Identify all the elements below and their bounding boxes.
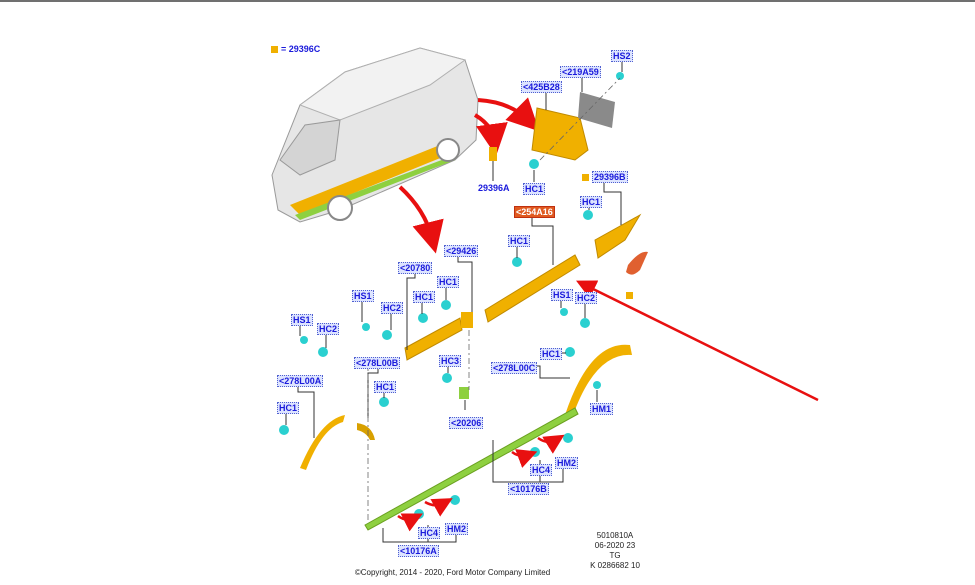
part-219A59 xyxy=(578,92,615,128)
label-hc1[interactable]: HC1 xyxy=(523,183,546,195)
label-29396A[interactable]: 29396A xyxy=(478,183,510,193)
label-hm2[interactable]: HM2 xyxy=(445,523,469,535)
label-hc4[interactable]: HC4 xyxy=(418,527,441,539)
part-bracket xyxy=(626,251,648,275)
drawing-reference-block: 5010810A 06-2020 23 TG K 0286682 10 xyxy=(580,531,650,571)
label-hs1[interactable]: HS1 xyxy=(352,290,374,302)
drawing-model: TG xyxy=(609,551,621,560)
drawing-date: 06-2020 23 xyxy=(594,541,636,550)
sill-trim-highlight xyxy=(290,145,455,215)
drawing-number: K 0286682 10 xyxy=(590,561,640,570)
label-hc4[interactable]: HC4 xyxy=(530,464,553,476)
legend-text: = 29396C xyxy=(281,44,321,54)
part-29396B-trim xyxy=(594,213,642,259)
part-20206 xyxy=(459,387,469,399)
part-278L00A xyxy=(300,415,345,470)
legend: = 29396C xyxy=(271,44,320,54)
part-29396A xyxy=(489,147,497,161)
label-hs1[interactable]: HS1 xyxy=(291,314,313,326)
label-hm2[interactable]: HM2 xyxy=(555,457,579,469)
label-hm1[interactable]: HM1 xyxy=(590,403,614,415)
label-hs2[interactable]: HS2 xyxy=(611,50,633,62)
label-hc1[interactable]: HC1 xyxy=(374,381,397,393)
arrow-to-sill-parts xyxy=(398,185,444,254)
label-hc1[interactable]: HC1 xyxy=(508,235,531,247)
label-hc1[interactable]: HC1 xyxy=(580,196,603,208)
rear-wheel xyxy=(436,138,460,162)
part-20780 xyxy=(404,317,463,361)
label-20780[interactable]: <20780 xyxy=(398,262,433,274)
legend-swatch xyxy=(271,46,278,53)
front-wheel xyxy=(327,195,353,221)
label-hc1[interactable]: HC1 xyxy=(277,402,300,414)
label-hc1[interactable]: HC1 xyxy=(437,276,460,288)
label-278L00A[interactable]: <278L00A xyxy=(277,375,324,387)
label-254A16-highlighted[interactable]: <254A16 xyxy=(514,206,555,218)
label-278L00B[interactable]: <278L00B xyxy=(354,357,401,369)
top-border xyxy=(0,0,975,2)
legend-swatch xyxy=(582,174,589,181)
label-29396B-text: 29396B xyxy=(592,171,628,183)
label-10176A[interactable]: <10176A xyxy=(398,545,439,557)
arrow-to-rear-panel xyxy=(477,97,540,132)
label-hc2[interactable]: HC2 xyxy=(381,302,404,314)
arrow-to-29396A xyxy=(473,113,508,156)
label-hc1[interactable]: HC1 xyxy=(540,348,563,360)
label-hc1[interactable]: HC1 xyxy=(413,291,436,303)
label-425B28[interactable]: <425B28 xyxy=(521,81,562,93)
label-hc3[interactable]: HC3 xyxy=(439,355,462,367)
label-hs1[interactable]: HS1 xyxy=(551,289,573,301)
callout-arrow xyxy=(576,280,819,402)
part-254A16 xyxy=(484,254,581,323)
part-10176A-sill xyxy=(364,407,579,531)
label-hc2[interactable]: HC2 xyxy=(317,323,340,335)
part-278L00B xyxy=(357,423,375,440)
label-219A59[interactable]: <219A59 xyxy=(560,66,601,78)
part-425B28 xyxy=(531,107,589,161)
label-29426[interactable]: <29426 xyxy=(444,245,479,257)
label-278L00C[interactable]: <278L00C xyxy=(491,362,538,374)
part-29426 xyxy=(461,312,473,328)
label-10176B[interactable]: <10176B xyxy=(508,483,549,495)
label-29396B[interactable]: 29396B xyxy=(582,171,628,183)
drawing-code: 5010810A xyxy=(596,531,634,540)
van-illustration xyxy=(271,47,479,223)
clip-hc1 xyxy=(529,159,539,169)
copyright-notice: ©Copyright, 2014 - 2020, Ford Motor Comp… xyxy=(354,568,551,577)
screw-hs2 xyxy=(616,72,624,80)
label-20206[interactable]: <20206 xyxy=(449,417,484,429)
label-hc2[interactable]: HC2 xyxy=(575,292,598,304)
